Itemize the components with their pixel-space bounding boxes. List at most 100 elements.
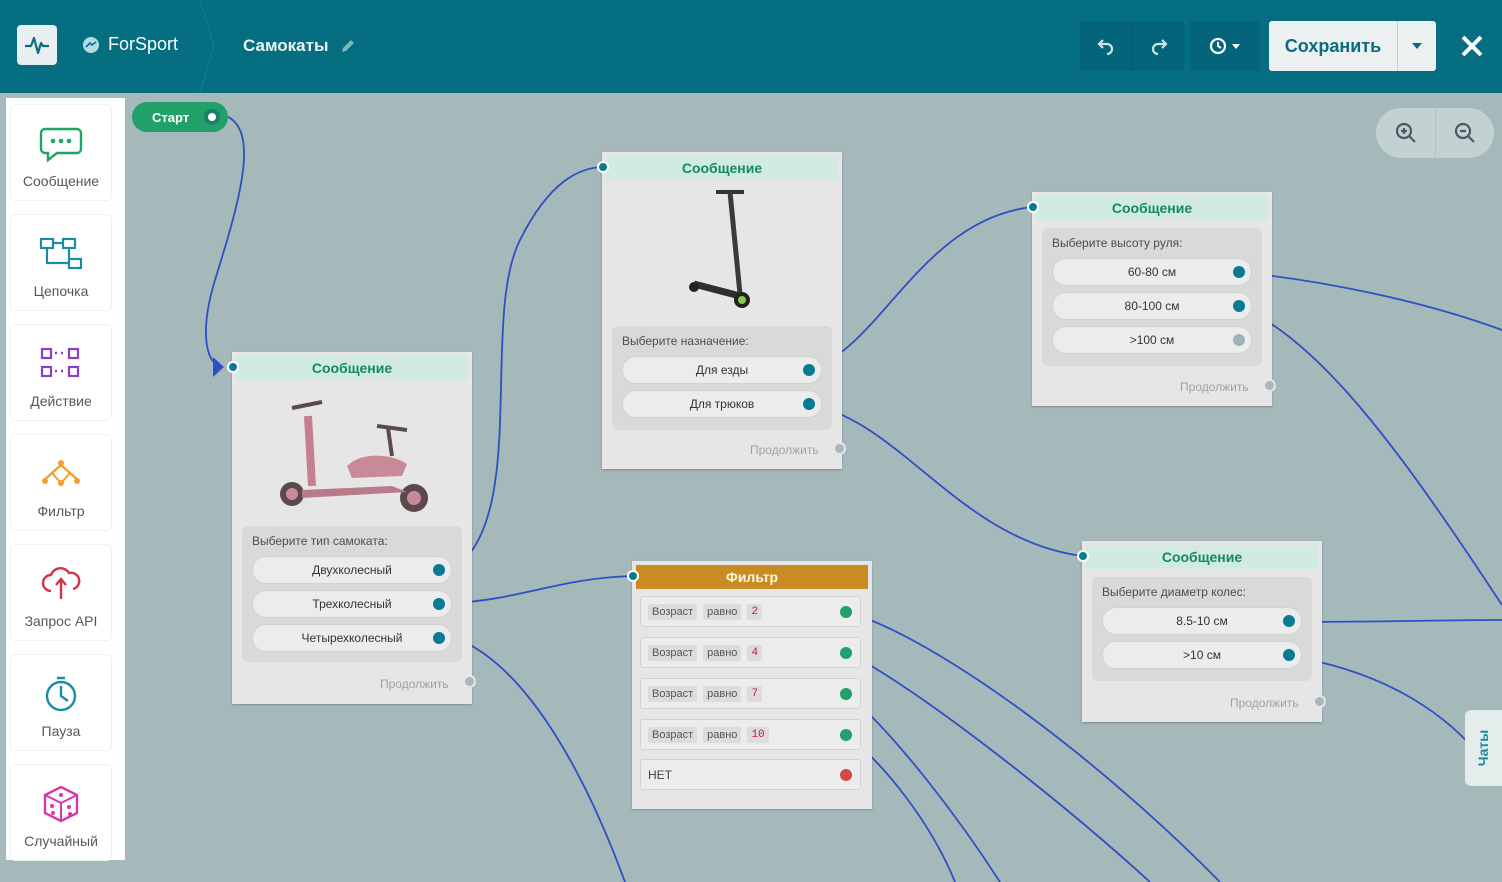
output-port[interactable]	[840, 688, 852, 700]
zoom-out-icon	[1454, 122, 1475, 143]
tool-pause[interactable]: Пауза	[11, 655, 111, 750]
filter-condition[interactable]: Возраст равно 2	[640, 596, 861, 627]
tool-chain[interactable]: Цепочка	[11, 215, 111, 310]
option-label: 8.5-10 см	[1176, 614, 1228, 628]
start-node[interactable]: Старт	[132, 102, 228, 132]
filter-icon	[42, 460, 80, 486]
input-port[interactable]	[1077, 550, 1089, 562]
save-button[interactable]: Сохранить	[1284, 35, 1382, 56]
output-port[interactable]	[433, 564, 445, 576]
undo-button[interactable]	[1080, 21, 1132, 71]
option-button[interactable]: >10 см	[1102, 641, 1302, 669]
output-port[interactable]	[1283, 649, 1295, 661]
filter-condition[interactable]: Возраст равно 10	[640, 719, 861, 750]
node-title: Сообщение	[606, 156, 838, 180]
app-logo[interactable]	[17, 25, 57, 65]
message-node-height[interactable]: Сообщение Выберите высоту руля: 60-80 см…	[1032, 192, 1276, 406]
input-port[interactable]	[597, 161, 609, 173]
input-port[interactable]	[227, 361, 239, 373]
chats-tab[interactable]: Чаты	[1465, 710, 1502, 786]
continue-port[interactable]	[1313, 695, 1326, 708]
pencil-icon[interactable]	[340, 38, 356, 54]
output-port[interactable]	[840, 606, 852, 618]
stunt-scooter-image	[612, 184, 832, 319]
filter-condition[interactable]: Возраст равно 7	[640, 678, 861, 709]
tool-random[interactable]: Случайный	[11, 765, 111, 860]
continue-port[interactable]	[463, 675, 476, 688]
stopwatch-icon	[45, 676, 77, 712]
input-port[interactable]	[1027, 201, 1039, 213]
continue-port[interactable]	[833, 442, 846, 455]
option-button[interactable]: 60-80 см	[1052, 258, 1252, 286]
link-tricycle-to-filter	[451, 575, 633, 604]
option-label: Для трюков	[689, 397, 755, 411]
option-button[interactable]: 8.5-10 см	[1102, 607, 1302, 635]
output-port[interactable]	[840, 769, 852, 781]
project-selector[interactable]: ForSport	[82, 34, 178, 55]
message-node-purpose[interactable]: Сообщение Выберите назначение: Для езды …	[602, 152, 846, 469]
option-button[interactable]: >100 см	[1052, 326, 1252, 354]
option-label: >100 см	[1129, 333, 1175, 347]
continue-label: Продолжить	[1230, 696, 1299, 710]
message-node-type[interactable]: Сообщение Выберите тип самоката: Двухкол…	[232, 352, 476, 704]
close-icon	[1461, 35, 1483, 57]
tool-action[interactable]: Действие	[11, 325, 111, 420]
zoom-in-button[interactable]	[1376, 108, 1435, 158]
option-button[interactable]: Трехколесный	[252, 590, 452, 618]
save-options-button[interactable]	[1397, 21, 1436, 71]
output-port[interactable]	[433, 598, 445, 610]
chain-icon	[39, 237, 83, 270]
output-port[interactable]	[840, 647, 852, 659]
output-port[interactable]	[1233, 266, 1245, 278]
options-panel: Выберите диаметр колес: 8.5-10 см >10 см	[1092, 577, 1312, 681]
zoom-out-button[interactable]	[1435, 108, 1494, 158]
input-port[interactable]	[627, 570, 639, 582]
tool-message[interactable]: Сообщение	[11, 105, 111, 200]
else-label: НЕТ	[648, 767, 672, 782]
start-output-port[interactable]	[204, 109, 220, 125]
link-f1-out	[847, 611, 1221, 882]
output-port[interactable]	[1283, 615, 1295, 627]
output-port[interactable]	[433, 632, 445, 644]
options-panel: Выберите высоту руля: 60-80 см 80-100 см…	[1042, 228, 1262, 366]
caret-down-icon	[1412, 43, 1422, 49]
options-panel: Выберите назначение: Для езды Для трюков	[612, 326, 832, 430]
history-dropdown[interactable]	[1190, 21, 1260, 71]
option-button[interactable]: Двухколесный	[252, 556, 452, 584]
filter-node[interactable]: Фильтр Возраст равно 2 Возраст равно 4 В…	[632, 561, 872, 809]
tool-label: Цепочка	[33, 283, 89, 299]
output-port[interactable]	[1233, 300, 1245, 312]
value-tag: 10	[747, 726, 769, 743]
field-tag: Возраст	[648, 726, 698, 743]
option-button[interactable]: Для езды	[622, 356, 822, 384]
tool-api-request[interactable]: Запрос API	[11, 545, 111, 640]
filter-condition[interactable]: Возраст равно 4	[640, 637, 861, 668]
field-tag: Возраст	[648, 685, 698, 702]
option-button[interactable]: 80-100 см	[1052, 292, 1252, 320]
tool-label: Фильтр	[37, 503, 85, 519]
output-port[interactable]	[840, 729, 852, 741]
tool-label: Запрос API	[24, 613, 98, 629]
version-history-button[interactable]	[1190, 21, 1260, 71]
output-port[interactable]	[803, 364, 815, 376]
filter-else[interactable]: НЕТ	[640, 759, 861, 790]
option-button[interactable]: Для трюков	[622, 390, 822, 418]
output-port[interactable]	[1233, 334, 1245, 346]
node-title: Сообщение	[236, 356, 468, 380]
option-label: >10 см	[1183, 648, 1221, 662]
value-tag: 2	[747, 603, 763, 620]
close-button[interactable]	[1455, 26, 1489, 66]
tool-label: Действие	[30, 393, 92, 409]
value-tag: 7	[747, 685, 763, 702]
option-button[interactable]: Четырехколесный	[252, 624, 452, 652]
flow-name[interactable]: Самокаты	[243, 36, 356, 56]
redo-button[interactable]	[1132, 21, 1184, 71]
options-panel: Выберите тип самоката: Двухколесный Трех…	[242, 526, 462, 662]
output-port[interactable]	[803, 398, 815, 410]
tool-filter[interactable]: Фильтр	[11, 435, 111, 530]
continue-port[interactable]	[1263, 379, 1276, 392]
message-node-wheel[interactable]: Сообщение Выберите диаметр колес: 8.5-10…	[1082, 541, 1326, 722]
link-type-to-purpose	[451, 166, 603, 571]
scooter-image	[242, 386, 462, 516]
black-scooter-picture	[689, 190, 750, 308]
